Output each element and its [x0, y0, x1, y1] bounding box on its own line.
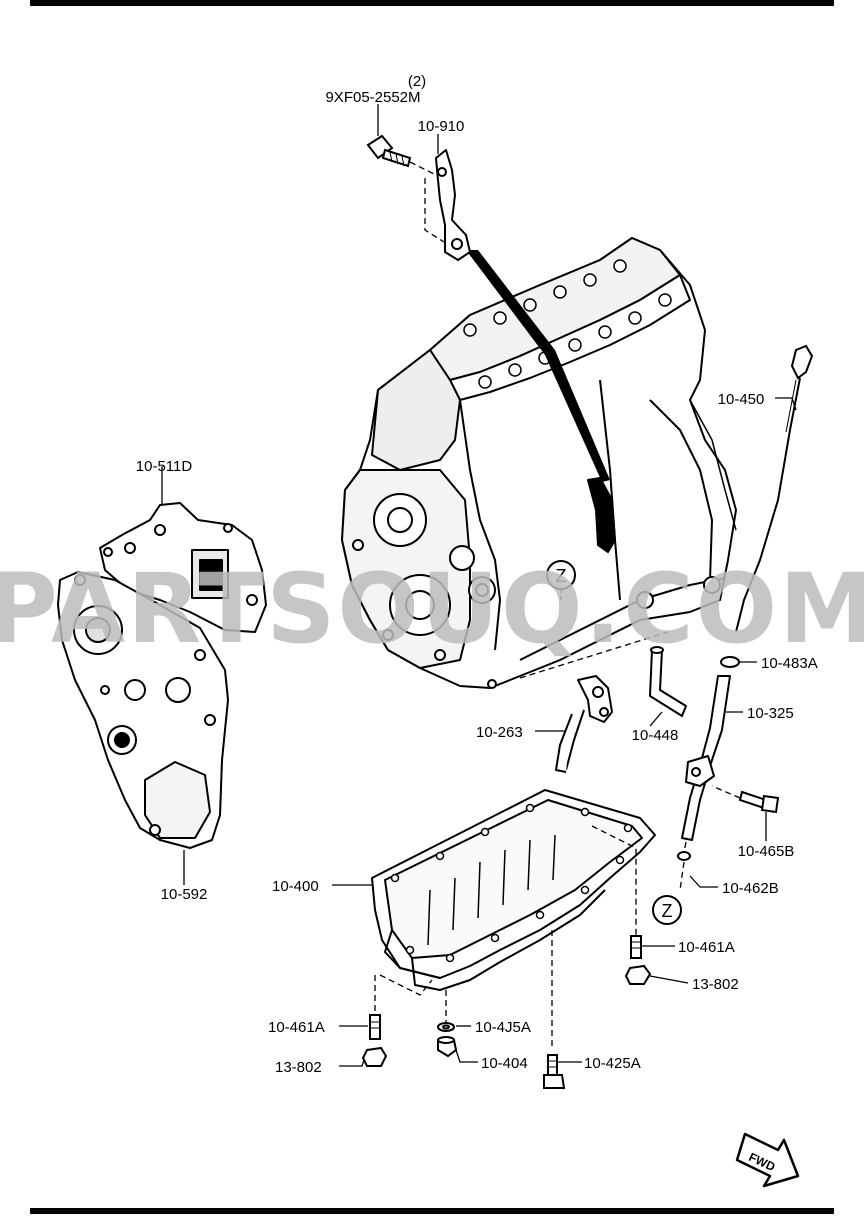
- bolt-10-425A: [543, 1054, 566, 1089]
- oring-10-483A: [720, 656, 740, 668]
- top-border: [30, 0, 834, 6]
- leader-lines: [161, 104, 797, 1067]
- svg-text:Z: Z: [662, 901, 673, 921]
- label-10-263: 10-263: [476, 724, 523, 741]
- dash-pan-left: [374, 974, 433, 1012]
- dash-block-pan: [519, 631, 669, 679]
- label-10-404: 10-404: [481, 1055, 528, 1072]
- label-10-465b: 10-465B: [738, 843, 795, 860]
- stud-10-461A-right: [630, 935, 642, 959]
- label-9xf05-2552m: 9XF05-2552M: [325, 89, 420, 106]
- dipstick-tube-10-325: [681, 675, 731, 841]
- label-13-802-right: 13-802: [692, 976, 739, 993]
- label-10-910: 10-910: [418, 118, 465, 135]
- label-10-462b: 10-462B: [722, 880, 779, 897]
- fwd-arrow: FWD: [735, 1132, 800, 1188]
- label-10-450: 10-450: [718, 391, 765, 408]
- part-labels: (2) 9XF05-2552M 10-910 10-450 10-511D 10…: [136, 73, 818, 1076]
- oring-10-462B: [677, 851, 691, 861]
- label-13-802-left: 13-802: [275, 1059, 322, 1076]
- oil-strainer-10-263: [555, 675, 613, 773]
- ref-marker-z-lower: Z: [652, 895, 682, 925]
- label-10-425a: 10-425A: [584, 1055, 641, 1072]
- watermark: PARTSOUQ.COM: [0, 553, 864, 665]
- label-10-461a-right: 10-461A: [678, 939, 735, 956]
- bottom-border: [30, 1208, 834, 1214]
- label-10-592: 10-592: [161, 886, 208, 903]
- nut-13-802-right: [624, 964, 652, 985]
- label-10-325: 10-325: [747, 705, 794, 722]
- label-10-461a-left: 10-461A: [268, 1019, 325, 1036]
- dash-bolt-bracket: [409, 161, 445, 243]
- dipstick-10-450: [735, 344, 814, 633]
- bolt-9xf05: [366, 134, 412, 168]
- label-10-483a: 10-483A: [761, 655, 818, 672]
- label-10-4j5a: 10-4J5A: [475, 1019, 531, 1036]
- ref-marker-z-upper: Z: [546, 560, 576, 600]
- label-bolt-qty: (2): [408, 73, 426, 90]
- dash-462b: [679, 841, 687, 891]
- dash-465b: [711, 785, 741, 799]
- label-10-511d: 10-511D: [136, 458, 193, 475]
- bracket-10-910: [435, 149, 471, 261]
- nut-13-802-left: [361, 1046, 388, 1067]
- svg-text:Z: Z: [556, 566, 567, 586]
- label-10-448: 10-448: [632, 727, 679, 744]
- label-10-400: 10-400: [272, 878, 319, 895]
- timing-cover-lower: [57, 571, 229, 849]
- hose-10-448: [649, 646, 687, 717]
- leader-ribbon: [466, 250, 610, 482]
- drain-plug-10-404: [437, 1036, 458, 1058]
- bolt-10-465B: [738, 790, 780, 814]
- stud-10-461A-left: [369, 1014, 381, 1040]
- timing-cover-upper: [99, 502, 267, 633]
- washer-10-4J5A: [437, 1022, 455, 1032]
- engine-block: [341, 237, 737, 689]
- oil-pan-10-400: [371, 789, 656, 991]
